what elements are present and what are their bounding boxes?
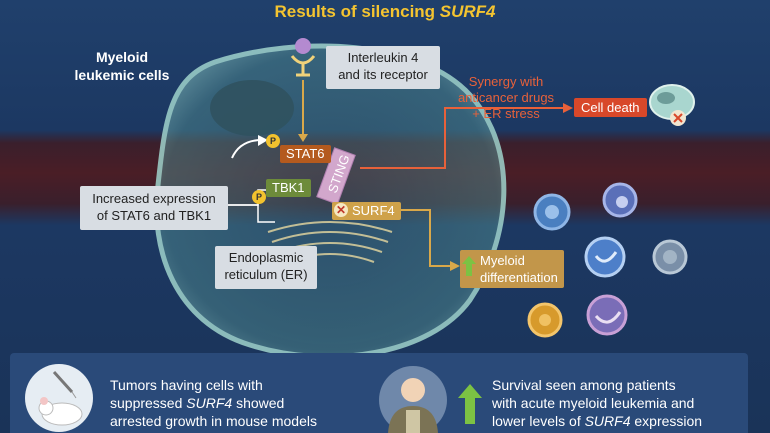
page-title: Results of silencing SURF4 (274, 2, 496, 21)
cell-death-label: Cell death (574, 98, 647, 117)
tbk1-label: TBK1 (266, 179, 311, 197)
patient-icon (379, 366, 447, 433)
surf4-label: SURF4 (332, 202, 401, 220)
up-arrow-icon (462, 256, 476, 276)
arrow-to-differentiation (400, 209, 452, 267)
silenced-x-icon: ✕ (334, 203, 348, 217)
survival-up-arrow-icon (458, 384, 482, 424)
nucleus (210, 80, 294, 136)
myeloid-cells-cluster (527, 182, 688, 338)
phospho-tbk1: P (252, 190, 266, 204)
receptor-icon (290, 38, 316, 77)
dead-cell-icon (649, 84, 695, 126)
results-panel (10, 353, 748, 433)
arrow-to-cell-death (360, 107, 565, 169)
sting-protein (316, 147, 356, 205)
mouse-icon (25, 364, 93, 432)
mouse-finding-text: Tumors having cells with suppressed SURF… (110, 377, 317, 429)
phospho-stat6: P (266, 134, 280, 148)
patient-finding-text: Survival seen among patients with acute … (492, 377, 703, 429)
stat6-label: STAT6 (280, 145, 331, 163)
